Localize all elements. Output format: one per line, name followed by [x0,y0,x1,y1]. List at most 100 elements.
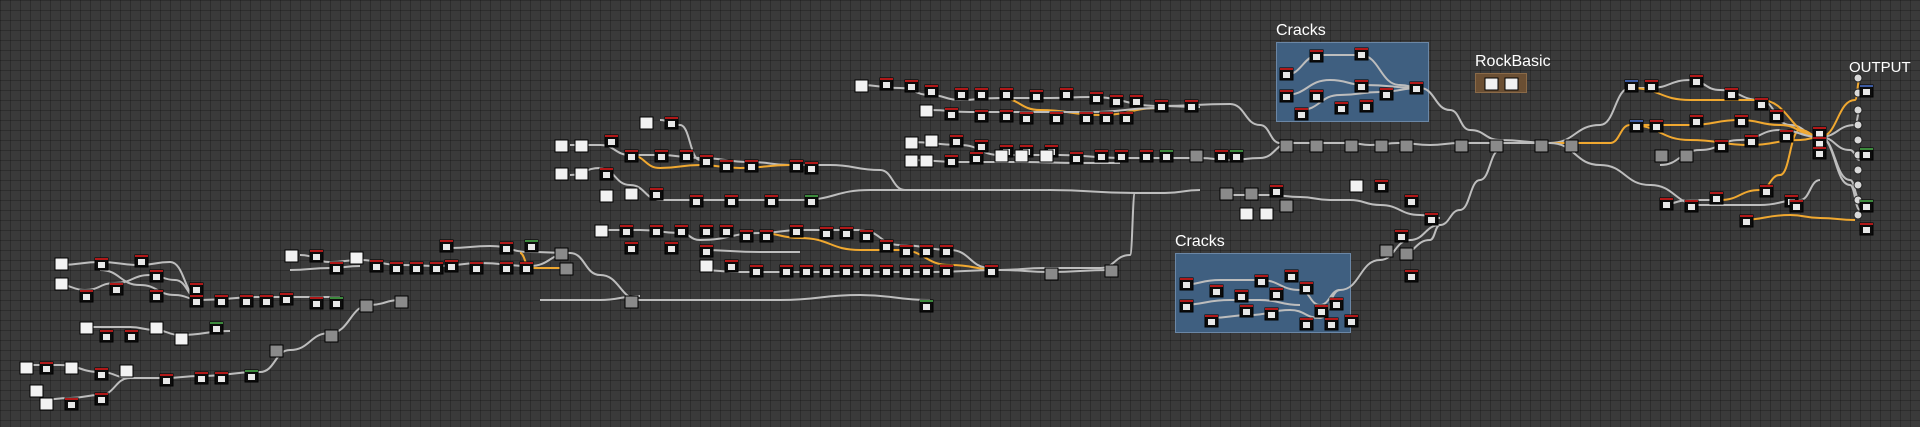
graph-node[interactable] [64,397,79,411]
graph-node[interactable] [1184,99,1199,113]
graph-node[interactable] [1564,139,1579,153]
graph-node[interactable] [1039,149,1054,163]
graph-node[interactable] [1404,194,1419,208]
graph-node[interactable] [1204,314,1219,328]
graph-node[interactable] [919,154,934,168]
graph-node[interactable] [119,364,134,378]
graph-node[interactable] [719,159,734,173]
graph-node[interactable] [1399,247,1414,261]
graph-node[interactable] [1044,267,1059,281]
graph-node[interactable] [244,369,259,383]
graph-node[interactable] [879,264,894,278]
graph-node[interactable] [1779,129,1794,143]
graph-node[interactable] [94,367,109,381]
node-wire[interactable] [39,377,131,401]
graph-node[interactable] [1099,111,1114,125]
graph-node[interactable] [789,224,804,238]
graph-node[interactable] [839,226,854,240]
graph-node[interactable] [739,229,754,243]
graph-node[interactable] [1689,114,1704,128]
graph-node[interactable] [949,134,964,148]
node-wire[interactable] [1819,77,1861,138]
graph-node[interactable] [919,299,934,313]
graph-node[interactable] [1269,184,1284,198]
graph-node[interactable] [1154,99,1169,113]
graph-node[interactable] [1029,89,1044,103]
graph-node[interactable] [854,79,869,93]
graph-node[interactable] [879,239,894,253]
graph-node[interactable] [1299,317,1314,331]
graph-node[interactable] [999,109,1014,123]
graph-node[interactable] [1812,126,1827,140]
graph-node[interactable] [939,264,954,278]
graph-node[interactable] [1109,94,1124,108]
graph-node[interactable] [1379,87,1394,101]
graph-node[interactable] [1114,149,1129,163]
graph-node[interactable] [99,329,114,343]
graph-node[interactable] [779,264,794,278]
graph-node[interactable] [1229,149,1244,163]
graph-node[interactable] [859,264,874,278]
graph-node[interactable] [284,249,299,263]
output-socket[interactable] [1853,105,1863,115]
graph-node[interactable] [1489,139,1504,153]
graph-node[interactable] [699,259,714,273]
graph-node[interactable] [1239,304,1254,318]
node-wire[interactable] [1719,128,1821,201]
graph-node[interactable] [1219,187,1234,201]
graph-node[interactable] [599,167,614,181]
graph-node[interactable] [1279,67,1294,81]
graph-node[interactable] [649,187,664,201]
graph-node[interactable] [724,259,739,273]
graph-node[interactable] [279,292,294,306]
graph-node[interactable] [759,229,774,243]
graph-node[interactable] [1349,179,1364,193]
graph-node[interactable] [389,261,404,275]
graph-node[interactable] [1744,134,1759,148]
graph-node[interactable] [429,261,444,275]
graph-node[interactable] [1409,81,1424,95]
graph-node[interactable] [1484,77,1499,91]
graph-node[interactable] [664,116,679,130]
graph-node[interactable] [259,294,274,308]
graph-node[interactable] [984,264,999,278]
graph-node[interactable] [1789,199,1804,213]
graph-node[interactable] [1019,111,1034,125]
graph-node[interactable] [789,159,804,173]
graph-node[interactable] [799,264,814,278]
graph-node[interactable] [599,189,614,203]
graph-node[interactable] [674,224,689,238]
graph-node[interactable] [994,149,1009,163]
graph-node[interactable] [79,321,94,335]
node-wire[interactable] [1419,87,1551,144]
graph-node[interactable] [1214,149,1229,163]
graph-node[interactable] [1189,149,1204,163]
graph-node[interactable] [1159,149,1174,163]
graph-node[interactable] [1279,199,1294,213]
graph-node[interactable] [209,321,224,335]
graph-node[interactable] [719,224,734,238]
graph-node[interactable] [499,261,514,275]
graph-node[interactable] [309,249,324,263]
graph-node[interactable] [149,321,164,335]
graph-node[interactable] [904,79,919,93]
graph-node[interactable] [1759,184,1774,198]
graph-node[interactable] [699,224,714,238]
graph-node[interactable] [349,251,364,265]
graph-node[interactable] [1354,79,1369,93]
graph-node[interactable] [664,241,679,255]
graph-node[interactable] [64,361,79,375]
graph-node[interactable] [554,139,569,153]
graph-node[interactable] [79,289,94,303]
graph-node[interactable] [1394,229,1409,243]
output-socket[interactable] [1853,210,1863,220]
graph-node[interactable] [309,296,324,310]
output-socket[interactable] [1853,180,1863,190]
graph-node[interactable] [1859,84,1874,98]
graph-node[interactable] [1679,149,1694,163]
graph-node[interactable] [944,154,959,168]
graph-node[interactable] [1624,79,1639,93]
graph-node[interactable] [329,296,344,310]
graph-node[interactable] [439,239,454,253]
